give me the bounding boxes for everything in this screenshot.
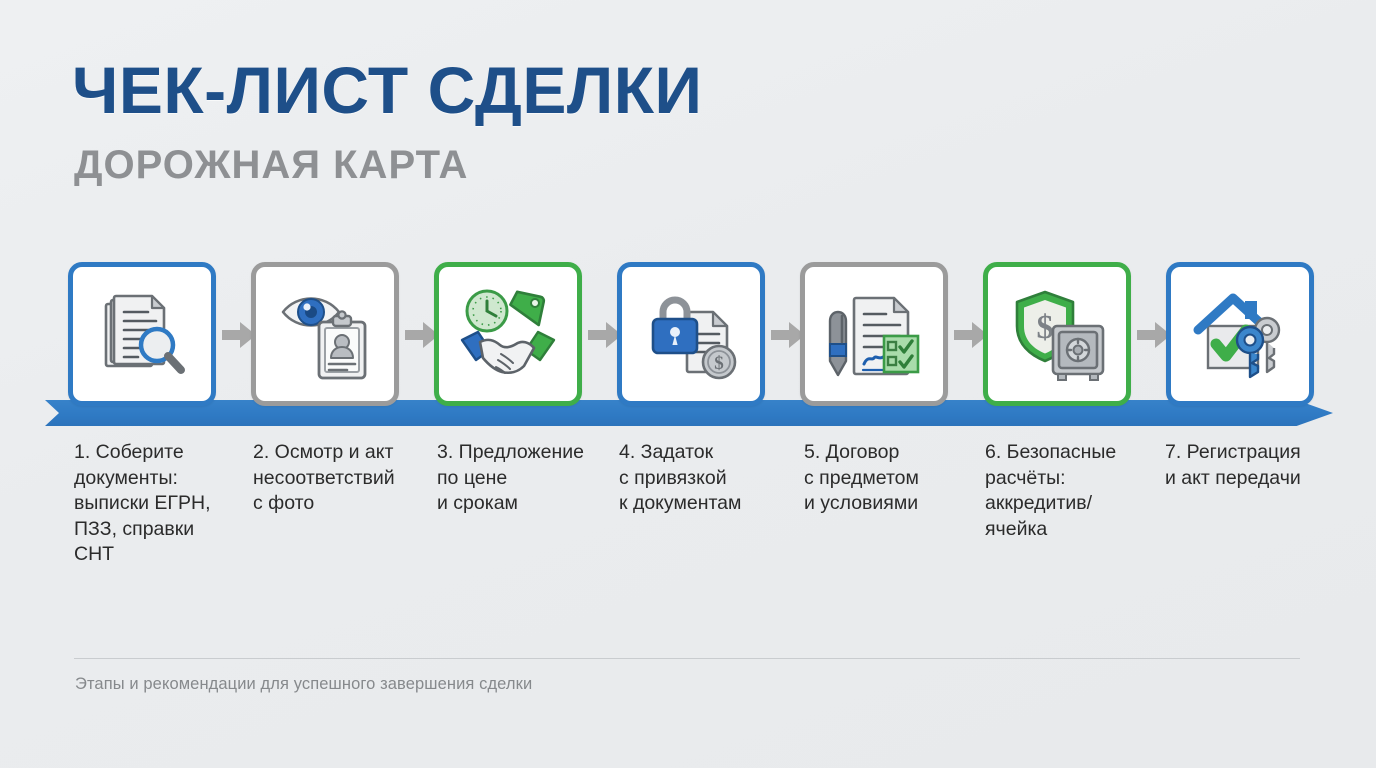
step-caption-1: 1. Соберите документы: выписки ЕГРН, ПЗЗ… [74, 441, 211, 565]
pen-contract-checklist-icon [822, 282, 926, 386]
padlock-document-coin-icon: $ [639, 282, 743, 386]
footer-note: Этапы и рекомендации для успешного завер… [75, 675, 533, 693]
step-caption-row: 1. Соберите документы: выписки ЕГРН, ПЗЗ… [0, 440, 1376, 620]
step-card-5[interactable] [800, 262, 948, 406]
svg-text:$: $ [1037, 309, 1054, 346]
page-subtitle: ДОРОЖНАЯ КАРТА [74, 143, 469, 187]
step-caption-7: 7. Регистрация и акт передачи [1165, 441, 1301, 489]
connector-arrow-3 [588, 322, 622, 348]
step-card-7[interactable] [1166, 262, 1314, 406]
step-card-6[interactable]: $ [983, 262, 1131, 406]
step-caption-3: 3. Предложение по цене и срокам [437, 441, 584, 514]
shield-dollar-safe-icon: $ [1005, 282, 1109, 386]
svg-text:$: $ [714, 353, 724, 374]
step-card-row: $ [0, 262, 1376, 410]
step-card-2[interactable] [251, 262, 399, 406]
connector-arrow-2 [405, 322, 439, 348]
house-check-keys-icon [1188, 282, 1292, 386]
connector-arrow-1 [222, 322, 256, 348]
step-caption-5: 5. Договор с предметом и условиями [804, 441, 919, 514]
eye-clipboard-id-icon [273, 282, 377, 386]
connector-arrow-4 [771, 322, 805, 348]
connector-arrow-6 [1137, 322, 1171, 348]
step-caption-6: 6. Безопасные расчёты: аккредитив/ ячейк… [985, 441, 1117, 540]
documents-magnifier-icon [90, 282, 194, 386]
step-caption-4: 4. Задаток с привязкой к документам [619, 441, 742, 514]
step-card-1[interactable] [68, 262, 216, 406]
step-card-4[interactable]: $ [617, 262, 765, 406]
step-caption-2: 2. Осмотр и акт несоответствий с фото [253, 441, 395, 514]
page-title: ЧЕК-ЛИСТ СДЕЛКИ [72, 53, 703, 127]
footer-divider [74, 658, 1300, 659]
handshake-clock-pricetag-icon [456, 282, 560, 386]
step-card-3[interactable] [434, 262, 582, 406]
connector-arrow-5 [954, 322, 988, 348]
